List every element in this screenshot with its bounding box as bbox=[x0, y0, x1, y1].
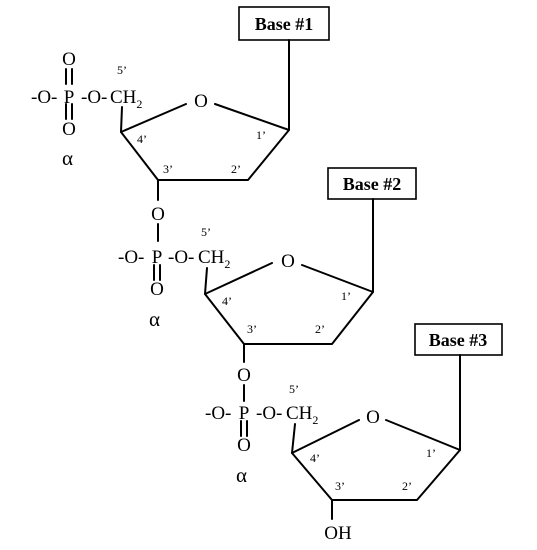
nucleotide-3: Base #3 O 5’ 4’ 3’ 2’ 1’ -O- P -O- CH2 O… bbox=[205, 323, 503, 544]
position-label-1-prime-1: 1’ bbox=[256, 128, 266, 142]
base-box-3 bbox=[414, 323, 503, 356]
bridge-oxygen-2: O bbox=[237, 365, 251, 386]
position-label-2-prime-2: 2’ bbox=[315, 322, 325, 336]
position-label-4-prime-1: 4’ bbox=[137, 132, 147, 146]
phosphate-double-bond-2 bbox=[153, 264, 161, 281]
phosphate-link-1: -O- bbox=[81, 87, 107, 108]
c5-c4-bond-2 bbox=[204, 267, 208, 295]
phosphorus-1: P bbox=[64, 87, 75, 108]
sugar-ring-3 bbox=[291, 419, 461, 501]
base-box-2 bbox=[327, 167, 417, 200]
base-label-1: Base #1 bbox=[255, 14, 314, 34]
phosphate-bottom-oxygen-3: O bbox=[237, 435, 251, 456]
alpha-label-3: α bbox=[236, 463, 247, 487]
position-label-5-prime-1: 5’ bbox=[117, 63, 127, 77]
phosphate-double-bonds-1 bbox=[65, 68, 73, 120]
phosphorus-2: P bbox=[152, 247, 163, 268]
ring-oxygen-1: O bbox=[194, 91, 208, 112]
base-box-1 bbox=[238, 6, 330, 41]
position-label-1-prime-2: 1’ bbox=[341, 289, 351, 303]
nucleotide-2: Base #2 O 5’ 4’ 3’ 2’ 1’ -O- P -O- CH2 O… bbox=[118, 167, 417, 402]
sugar-ring-1 bbox=[120, 103, 290, 181]
phosphorus-3: P bbox=[239, 403, 250, 424]
position-label-4-prime-3: 4’ bbox=[310, 451, 320, 465]
methylene-3: CH2 bbox=[286, 403, 318, 427]
phosphate-top-oxygen-1: O bbox=[62, 49, 76, 70]
phosphate-prefix-1: -O- bbox=[31, 87, 57, 108]
phosphate-link-3: -O- bbox=[256, 403, 282, 424]
position-label-4-prime-2: 4’ bbox=[222, 294, 232, 308]
bridge-oxygen-1: O bbox=[151, 204, 165, 225]
phosphate-bottom-oxygen-1: O bbox=[62, 119, 76, 140]
phosphate-link-2: -O- bbox=[168, 247, 194, 268]
ring-oxygen-2: O bbox=[281, 251, 295, 272]
base-label-2: Base #2 bbox=[343, 174, 402, 194]
alpha-label-1: α bbox=[62, 146, 73, 170]
position-label-2-prime-3: 2’ bbox=[402, 479, 412, 493]
position-label-2-prime-1: 2’ bbox=[231, 162, 241, 176]
position-label-3-prime-2: 3’ bbox=[247, 322, 257, 336]
nucleotide-1: Base #1 O 5’ 4’ 3’ 2’ 1’ -O- P -O- CH2 O… bbox=[31, 6, 330, 242]
phosphate-prefix-3: -O- bbox=[205, 403, 231, 424]
position-label-3-prime-1: 3’ bbox=[163, 162, 173, 176]
phosphate-prefix-2: -O- bbox=[118, 247, 144, 268]
methylene-2: CH2 bbox=[198, 247, 230, 271]
sugar-ring-2 bbox=[204, 262, 374, 345]
c5-c4-bond-1 bbox=[120, 106, 123, 133]
c5-c4-bond-3 bbox=[291, 423, 296, 454]
ring-oxygen-3: O bbox=[366, 407, 380, 428]
alpha-label-2: α bbox=[149, 307, 160, 331]
phosphate-double-bond-3 bbox=[240, 420, 248, 437]
position-label-5-prime-3: 5’ bbox=[289, 382, 299, 396]
position-label-1-prime-3: 1’ bbox=[426, 446, 436, 460]
terminal-hydroxyl: OH bbox=[324, 523, 352, 544]
methylene-1: CH2 bbox=[110, 87, 142, 111]
phosphate-bottom-oxygen-2: O bbox=[150, 279, 164, 300]
position-label-3-prime-3: 3’ bbox=[335, 479, 345, 493]
position-label-5-prime-2: 5’ bbox=[201, 225, 211, 239]
base-label-3: Base #3 bbox=[429, 330, 488, 350]
